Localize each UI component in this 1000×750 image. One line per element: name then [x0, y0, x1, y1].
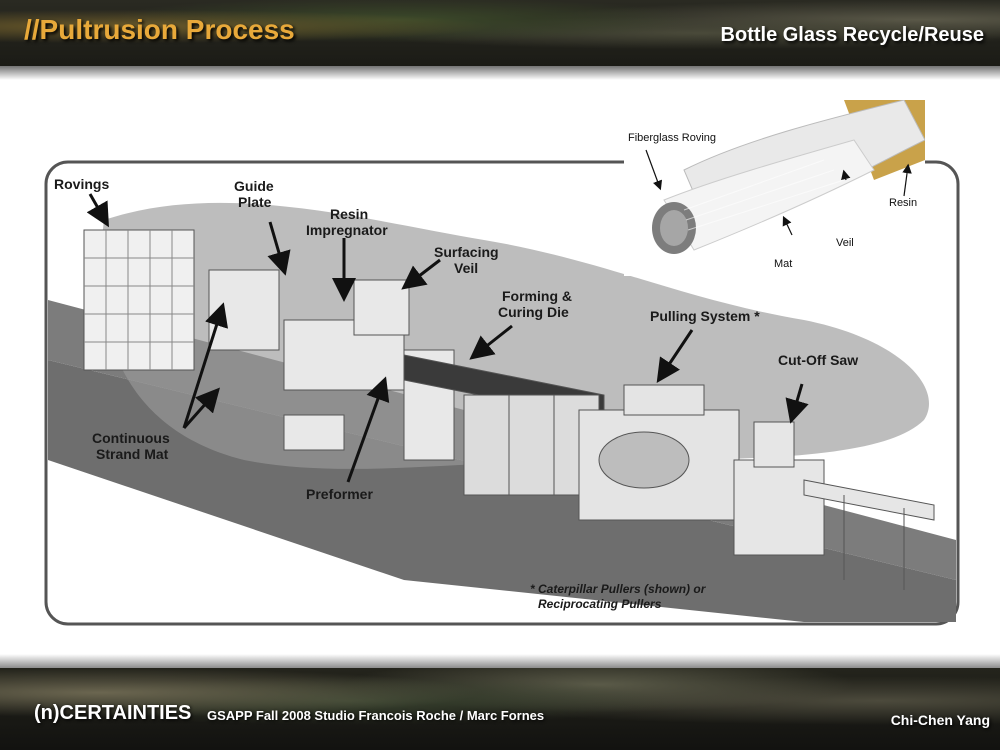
brand-name: (n)CERTAINTIES — [34, 702, 192, 724]
footnote-line-1: * Caterpillar Pullers (shown) or — [530, 582, 706, 596]
label-rovings: Rovings — [54, 176, 110, 192]
course-info: GSAPP Fall 2008 Studio Francois Roche / … — [207, 708, 545, 723]
label-pulling-system: Pulling System * — [650, 308, 760, 324]
label-surfacing-veil-1: Surfacing — [434, 244, 499, 260]
author-name: Chi-Chen Yang — [890, 712, 990, 728]
label-fiberglass-roving: Fiberglass Roving — [628, 132, 717, 144]
label-strand-mat-1: Continuous — [92, 430, 170, 446]
label-mat: Mat — [774, 258, 793, 270]
label-strand-mat-2: Strand Mat — [96, 446, 169, 462]
subject-title: Bottle Glass Recycle/Reuse — [720, 24, 984, 46]
label-forming-die-2: Curing Die — [498, 304, 569, 320]
label-cutoff-saw: Cut-Off Saw — [778, 352, 859, 368]
pultrusion-illustration — [44, 160, 960, 626]
fiberglass-profile-image — [645, 100, 925, 254]
footnote-line-2: Reciprocating Pullers — [538, 597, 662, 611]
rovings-crate — [83, 229, 195, 371]
footer-band: (n)CERTAINTIES GSAPP Fall 2008 Studio Fr… — [0, 654, 1000, 750]
pultrusion-diagram: Rovings Guide Plate Resin Impregnator Su… — [44, 160, 960, 626]
label-surfacing-veil-2: Veil — [454, 260, 479, 276]
page-title: //Pultrusion Process — [24, 14, 295, 45]
label-resin: Resin — [889, 197, 918, 209]
header-band: //Pultrusion Process Bottle Glass Recycl… — [0, 0, 1000, 80]
label-guide-plate-2: Plate — [238, 194, 272, 210]
label-resin-impregnator-2: Impregnator — [306, 222, 388, 238]
fiberglass-inset-photo: Fiberglass Roving Resin Veil Mat — [624, 100, 925, 276]
label-guide-plate-1: Guide — [234, 178, 274, 194]
label-resin-impregnator-1: Resin — [330, 206, 369, 222]
label-forming-die-1: Forming & — [502, 288, 572, 304]
label-veil: Veil — [836, 237, 854, 249]
label-preformer: Preformer — [306, 486, 373, 502]
